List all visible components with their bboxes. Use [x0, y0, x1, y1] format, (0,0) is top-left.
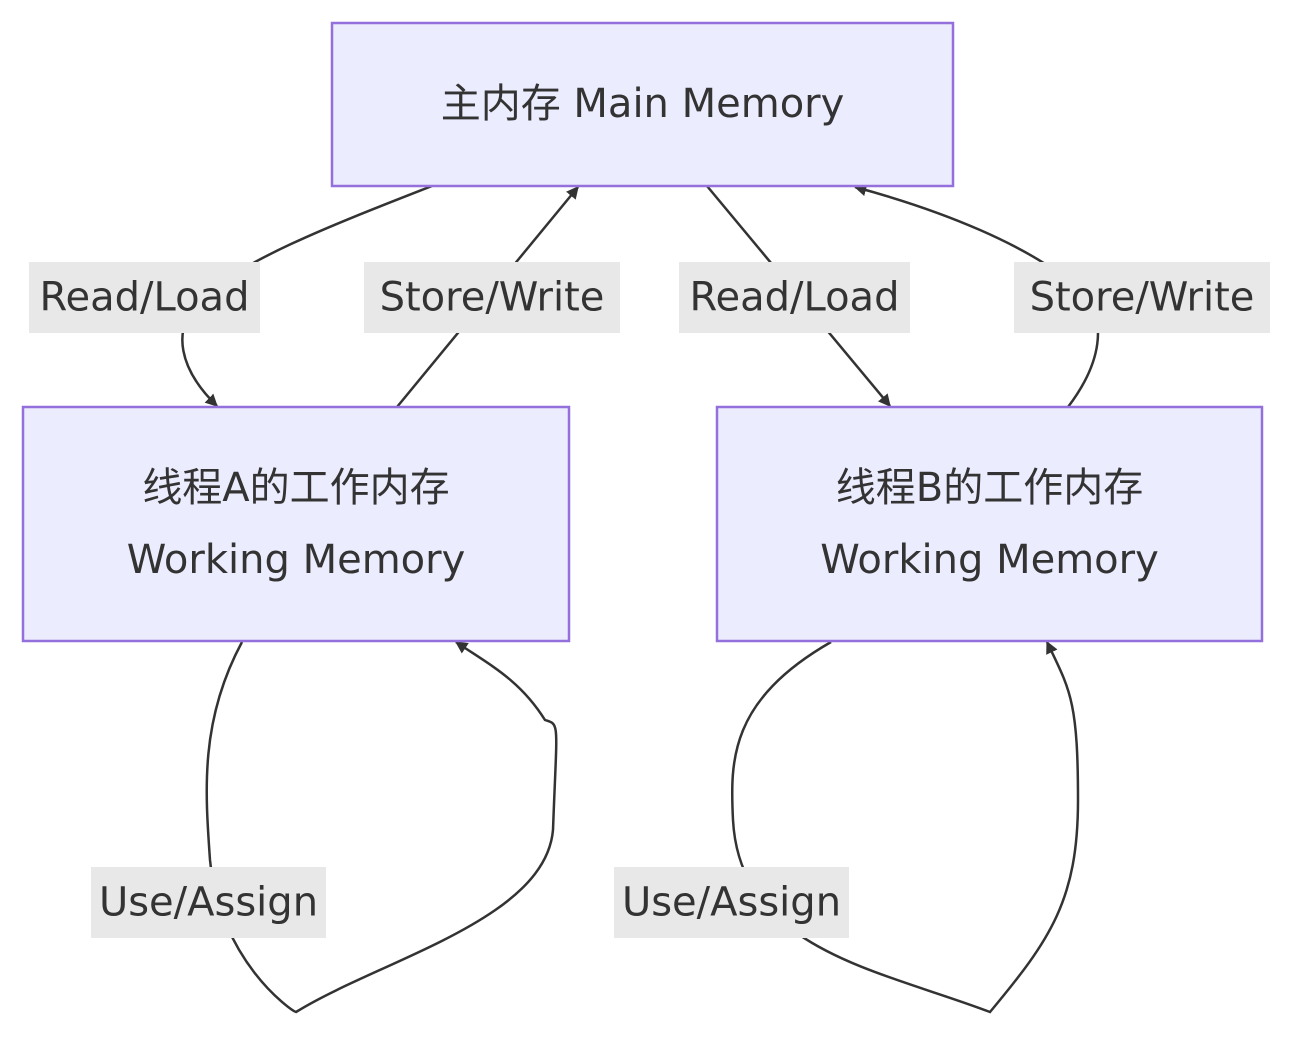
- edge-thread-a-self-use: [205, 640, 558, 1014]
- edge-label-a-read-text: Read/Load: [40, 275, 250, 321]
- edge-label-b-store-text: Store/Write: [1030, 275, 1255, 321]
- edge-label-b-use-text: Use/Assign: [622, 880, 841, 926]
- edge-label-b-read-text: Read/Load: [690, 275, 900, 321]
- edge-label-b-use: Use/Assign: [614, 867, 849, 938]
- node-main-memory: 主内存 Main Memory: [330, 21, 955, 188]
- edge-label-b-store: Store/Write: [1014, 262, 1270, 333]
- edge-labels: Read/Load Store/Write Read/Load Store/Wr…: [29, 262, 1270, 938]
- node-thread-b-label-line1: 线程B的工作内存: [836, 465, 1143, 511]
- edge-label-b-read: Read/Load: [679, 262, 910, 333]
- node-thread-a-label-line1: 线程A的工作内存: [142, 465, 449, 511]
- edge-label-a-use-text: Use/Assign: [99, 880, 318, 926]
- edge-label-a-use: Use/Assign: [91, 867, 326, 938]
- node-main-memory-label: 主内存 Main Memory: [441, 81, 845, 127]
- node-thread-b-label-line2: Working Memory: [820, 537, 1159, 583]
- edge-label-a-store-text: Store/Write: [380, 275, 605, 321]
- edge-label-a-store: Store/Write: [364, 262, 620, 333]
- edge-thread-b-self-use: [730, 640, 1080, 1014]
- edge-label-a-read: Read/Load: [29, 262, 260, 333]
- node-thread-a-label-line2: Working Memory: [127, 537, 466, 583]
- node-thread-a-working-memory: 线程A的工作内存 Working Memory: [21, 405, 571, 643]
- node-thread-b-working-memory: 线程B的工作内存 Working Memory: [715, 405, 1264, 643]
